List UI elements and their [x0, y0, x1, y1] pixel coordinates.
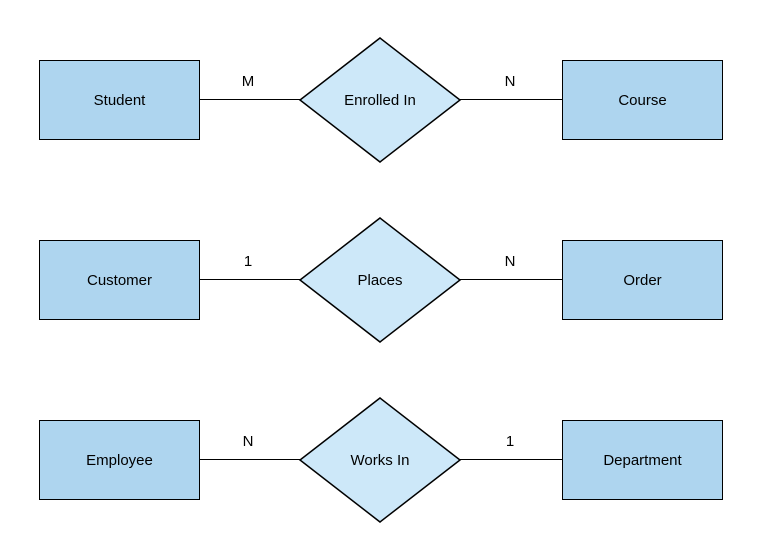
connector-left [200, 99, 300, 100]
entity-label: Customer [86, 271, 153, 289]
entity-employee: Employee [39, 420, 200, 500]
cardinality-right: N [504, 73, 516, 90]
entity-label: Department [603, 451, 682, 469]
relationship-diamond-icon [298, 397, 462, 523]
cardinality-left: M [241, 73, 255, 90]
entity-label: Order [623, 271, 662, 289]
cardinality-left: 1 [243, 253, 253, 270]
entity-course: Course [562, 60, 723, 140]
cardinality-left: N [242, 433, 254, 450]
entity-order: Order [562, 240, 723, 320]
entity-label: Employee [86, 451, 153, 469]
entity-label: Student [93, 91, 146, 109]
connector-right [460, 279, 562, 280]
cardinality-right: N [504, 253, 516, 270]
entity-student: Student [39, 60, 200, 140]
entity-label: Course [618, 91, 667, 109]
relationship-diamond-icon [298, 37, 462, 163]
connector-left [200, 279, 300, 280]
connector-left [200, 459, 300, 460]
connector-right [460, 459, 562, 460]
entity-customer: Customer [39, 240, 200, 320]
connector-right [460, 99, 562, 100]
entity-department: Department [562, 420, 723, 500]
relationship-diamond-icon [298, 217, 462, 343]
cardinality-right: 1 [505, 433, 515, 450]
